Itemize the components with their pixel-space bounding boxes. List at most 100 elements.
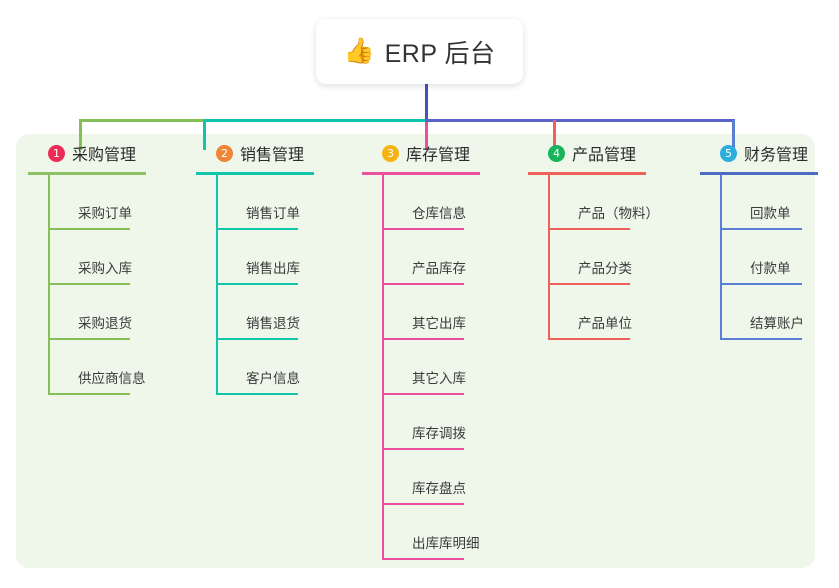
list-item-label: 结算账户 bbox=[750, 316, 804, 331]
column-items-5: 回款单付款单结算账户 bbox=[700, 175, 839, 340]
column-spine-1 bbox=[48, 175, 50, 395]
list-item[interactable]: 付款单 bbox=[722, 230, 839, 285]
list-item-underline bbox=[384, 338, 464, 340]
column-header-5[interactable]: 5 财务管理 bbox=[700, 140, 839, 166]
list-item[interactable]: 采购订单 bbox=[50, 175, 188, 230]
list-item-underline bbox=[550, 283, 630, 285]
list-item-label: 产品库存 bbox=[412, 261, 466, 276]
list-item-underline bbox=[384, 393, 464, 395]
list-item-label: 回款单 bbox=[750, 206, 791, 221]
column-badge-icon-3: 3 bbox=[382, 144, 399, 162]
thumbs-up-icon: 👍 bbox=[343, 37, 375, 65]
column-badge-icon-4: 4 bbox=[548, 144, 565, 162]
list-item[interactable]: 产品（物料） bbox=[550, 175, 693, 230]
column-header-2[interactable]: 2 销售管理 bbox=[196, 140, 356, 166]
column-title-5: 财务管理 bbox=[744, 147, 809, 164]
list-item-label: 销售出库 bbox=[246, 261, 300, 276]
list-item-label: 销售订单 bbox=[246, 206, 300, 221]
list-item-underline bbox=[218, 283, 298, 285]
column-underline-3 bbox=[362, 172, 480, 175]
list-item[interactable]: 产品分类 bbox=[550, 230, 693, 285]
column-3: 3 库存管理仓库信息产品库存其它出库其它入库库存调拨库存盘点出库库明细 bbox=[362, 140, 522, 560]
column-items-1: 采购订单采购入库采购退货供应商信息 bbox=[28, 175, 188, 395]
list-item-label: 采购退货 bbox=[78, 316, 132, 331]
column-spine-2 bbox=[216, 175, 218, 395]
list-item[interactable]: 采购入库 bbox=[50, 230, 188, 285]
root-node-title: ERP 后台 bbox=[384, 39, 496, 68]
column-title-4: 产品管理 bbox=[572, 147, 637, 164]
list-item-underline bbox=[50, 393, 130, 395]
list-item-label: 供应商信息 bbox=[78, 371, 146, 386]
list-item-underline bbox=[550, 228, 630, 230]
column-header-4[interactable]: 4 产品管理 bbox=[528, 140, 693, 166]
list-item[interactable]: 仓库信息 bbox=[384, 175, 522, 230]
list-item[interactable]: 采购退货 bbox=[50, 285, 188, 340]
list-item[interactable]: 库存调拨 bbox=[384, 395, 522, 450]
connector-bus-segment-teal bbox=[203, 119, 427, 122]
column-items-4: 产品（物料） 产品分类产品单位 bbox=[528, 175, 693, 340]
list-item[interactable]: 其它入库 bbox=[384, 340, 522, 395]
list-item[interactable]: 产品库存 bbox=[384, 230, 522, 285]
connector-stub-column-1 bbox=[79, 120, 82, 150]
list-item-underline bbox=[384, 448, 464, 450]
list-item[interactable]: 出库库明细 bbox=[384, 505, 522, 560]
connector-stub-column-4 bbox=[553, 120, 556, 150]
list-item-label: 采购订单 bbox=[78, 206, 132, 221]
column-badge-icon-5: 5 bbox=[720, 144, 737, 162]
column-items-2: 销售订单销售出库销售退货客户信息 bbox=[196, 175, 356, 395]
connector-stub-column-5 bbox=[732, 120, 735, 150]
list-item[interactable]: 客户信息 bbox=[218, 340, 356, 395]
list-item-label: 其它出库 bbox=[412, 316, 466, 331]
column-spine-4 bbox=[548, 175, 550, 340]
list-item-label: 产品分类 bbox=[578, 261, 632, 276]
list-item-label: 客户信息 bbox=[246, 371, 300, 386]
list-item-label: 销售退货 bbox=[246, 316, 300, 331]
list-item[interactable]: 结算账户 bbox=[722, 285, 839, 340]
column-title-1: 采购管理 bbox=[72, 147, 137, 164]
column-spine-5 bbox=[720, 175, 722, 340]
column-title-3: 库存管理 bbox=[406, 147, 471, 164]
root-node[interactable]: 👍 ERP 后台 bbox=[316, 19, 523, 84]
list-item-underline bbox=[50, 228, 130, 230]
column-header-1[interactable]: 1 采购管理 bbox=[28, 140, 188, 166]
list-item[interactable]: 销售订单 bbox=[218, 175, 356, 230]
list-item-underline bbox=[384, 228, 464, 230]
column-badge-icon-2: 2 bbox=[216, 144, 233, 162]
list-item-label: 仓库信息 bbox=[412, 206, 466, 221]
column-badge-icon-1: 1 bbox=[48, 144, 65, 162]
column-title-2: 销售管理 bbox=[240, 147, 305, 164]
list-item-underline bbox=[384, 558, 464, 560]
list-item[interactable]: 库存盘点 bbox=[384, 450, 522, 505]
list-item-underline bbox=[722, 228, 802, 230]
column-items-3: 仓库信息产品库存其它出库其它入库库存调拨库存盘点出库库明细 bbox=[362, 175, 522, 560]
connector-trunk-upper bbox=[425, 84, 428, 120]
list-item-label: 产品（物料） bbox=[578, 206, 659, 221]
list-item-underline bbox=[218, 228, 298, 230]
column-4: 4 产品管理产品（物料） 产品分类产品单位 bbox=[528, 140, 693, 340]
list-item-label: 付款单 bbox=[750, 261, 791, 276]
list-item[interactable]: 其它出库 bbox=[384, 285, 522, 340]
list-item-underline bbox=[218, 338, 298, 340]
list-item[interactable]: 产品单位 bbox=[550, 285, 693, 340]
list-item[interactable]: 销售退货 bbox=[218, 285, 356, 340]
column-underline-2 bbox=[196, 172, 314, 175]
list-item-label: 库存调拨 bbox=[412, 426, 466, 441]
list-item-label: 采购入库 bbox=[78, 261, 132, 276]
list-item-underline bbox=[218, 393, 298, 395]
column-header-3[interactable]: 3 库存管理 bbox=[362, 140, 522, 166]
list-item-underline bbox=[722, 338, 802, 340]
column-2: 2 销售管理销售订单销售出库销售退货客户信息 bbox=[196, 140, 356, 395]
list-item[interactable]: 销售出库 bbox=[218, 230, 356, 285]
list-item[interactable]: 回款单 bbox=[722, 175, 839, 230]
list-item-label: 其它入库 bbox=[412, 371, 466, 386]
list-item-label: 库存盘点 bbox=[412, 481, 466, 496]
list-item-underline bbox=[384, 283, 464, 285]
list-item-label: 产品单位 bbox=[578, 316, 632, 331]
list-item[interactable]: 供应商信息 bbox=[50, 340, 188, 395]
column-underline-4 bbox=[528, 172, 646, 175]
connector-trunk-lower bbox=[425, 120, 428, 150]
list-item-underline bbox=[722, 283, 802, 285]
column-underline-5 bbox=[700, 172, 818, 175]
diagram-panel bbox=[16, 134, 815, 568]
list-item-underline bbox=[384, 503, 464, 505]
